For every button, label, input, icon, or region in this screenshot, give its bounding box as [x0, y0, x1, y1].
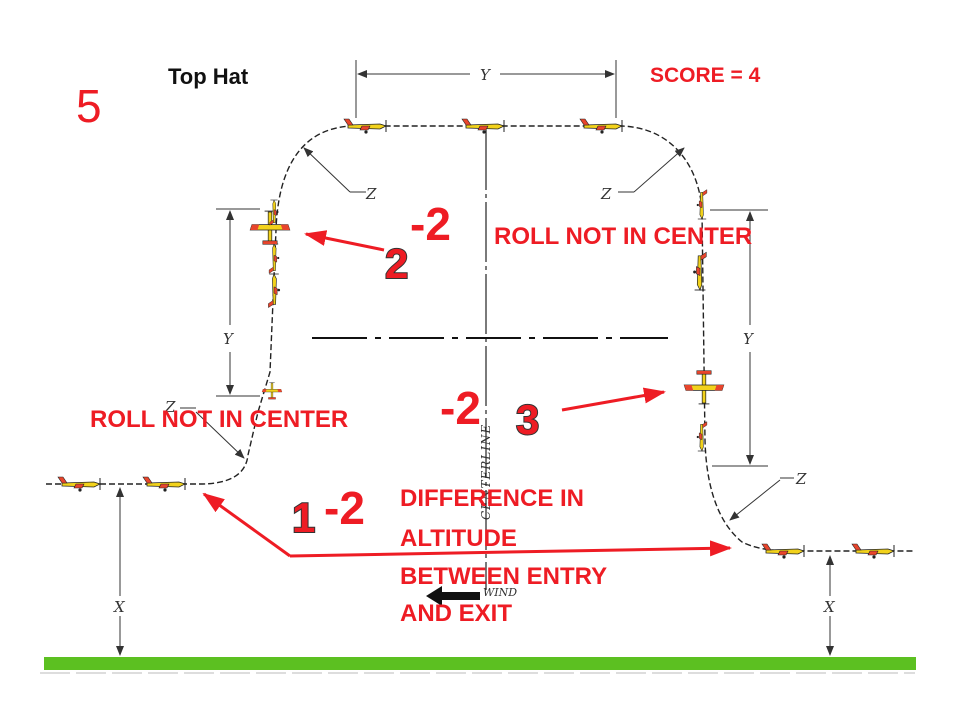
dimension-entry-altitude: X	[113, 487, 126, 656]
aircraft-icon	[343, 118, 387, 135]
deduction-text-line-2: ALTITUDE	[400, 525, 517, 552]
aircraft-icon	[249, 210, 291, 245]
radius-callout-bottom-left: Z	[164, 398, 245, 459]
dimension-label: Z	[164, 398, 176, 416]
aircraft-icon	[268, 243, 280, 274]
aircraft-icon	[683, 370, 725, 405]
deduction-value: -2	[410, 198, 451, 250]
deduction-number: 3	[516, 396, 539, 443]
aircraft-icon	[579, 118, 623, 135]
deduction-text-line-4: AND EXIT	[400, 600, 512, 627]
deduction-number: 2	[385, 240, 408, 287]
dimension-label: X	[823, 598, 836, 616]
deduction-2: -2 ROLL NOT IN CENTER 2	[304, 198, 752, 288]
radius-callout-top-right: Z	[600, 147, 685, 203]
aircraft-icon	[692, 251, 707, 291]
aircraft-icon	[142, 476, 186, 493]
deduction-arrow	[304, 230, 385, 252]
wind-arrow-icon	[426, 586, 480, 606]
dimension-top-width: Y	[355, 60, 617, 118]
aircraft-icon	[261, 382, 283, 400]
dimension-label: X	[113, 598, 126, 616]
centerline-label: CENTERLINE	[479, 424, 493, 520]
dimension-label: Z	[795, 470, 807, 488]
wind-label: WIND	[483, 586, 517, 599]
dimension-left-height: Y	[216, 208, 260, 397]
deduction-number: 1	[292, 494, 315, 541]
aircraft-icon	[761, 543, 805, 560]
aircraft-icon	[267, 273, 281, 309]
deduction-arrow	[561, 387, 666, 412]
wind-indicator: WIND	[426, 586, 517, 606]
page-title: Top Hat	[168, 64, 249, 89]
ground-strip	[44, 657, 916, 670]
deduction-text-line-1: DIFFERENCE IN	[400, 485, 584, 512]
deduction-3: ROLL NOT IN CENTER -2 3	[90, 382, 666, 444]
radius-callout-top-left: Z	[303, 147, 377, 203]
flight-path	[46, 125, 915, 552]
deduction-text: ROLL NOT IN CENTER	[494, 223, 752, 250]
aircraft-icon	[851, 543, 895, 560]
dimension-exit-altitude: X	[823, 555, 836, 656]
dimension-label: Z	[365, 185, 377, 203]
aircraft-icon	[696, 421, 708, 452]
deduction-arrow	[289, 540, 732, 558]
deduction-text-line-3: BETWEEN ENTRY	[400, 563, 607, 590]
radius-callout-bottom-right: Z	[729, 470, 807, 521]
aircraft-icon	[461, 118, 505, 135]
deduction-1: 1 -2 DIFFERENCE IN ALTITUDE BETWEEN ENTR…	[202, 482, 732, 627]
dimension-right-height: Y	[710, 209, 768, 467]
aircraft-icon	[696, 189, 708, 220]
dimension-label: Z	[600, 185, 612, 203]
deduction-arrow	[202, 492, 291, 558]
deduction-value: -2	[440, 382, 481, 434]
dimension-label: Y	[743, 330, 755, 348]
deduction-value: -2	[324, 482, 365, 534]
score-label: SCORE = 4	[650, 64, 761, 87]
aircraft-icon	[57, 476, 101, 493]
dimension-label: Y	[223, 330, 235, 348]
deduction-text: ROLL NOT IN CENTER	[90, 406, 348, 433]
figure-number: 5	[76, 80, 102, 132]
dimension-label: Y	[480, 66, 492, 84]
